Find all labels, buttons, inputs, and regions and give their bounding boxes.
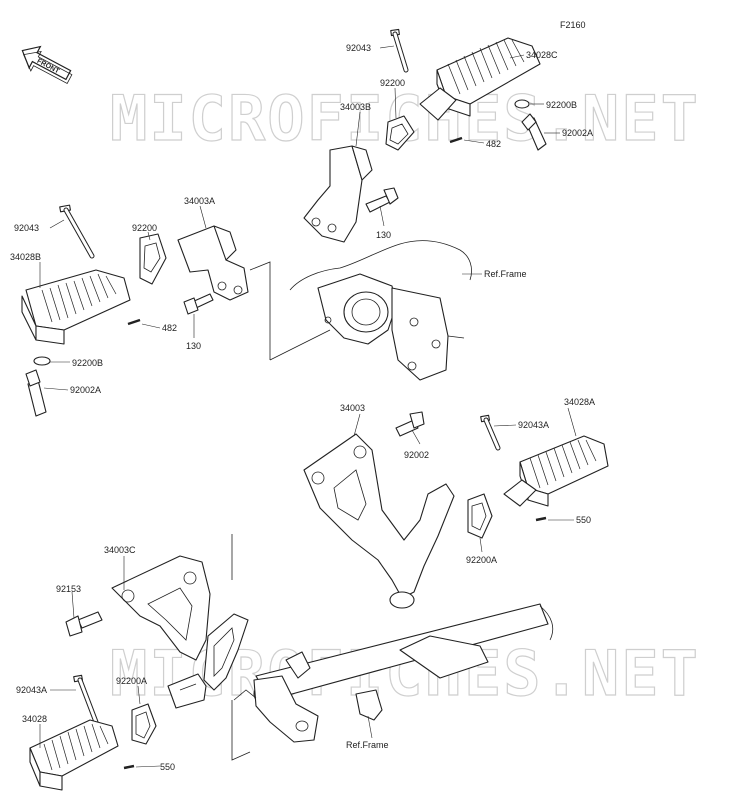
pin-92043-left [59, 204, 95, 259]
washer-92200b-top [514, 99, 530, 109]
bolt-92002a-top [521, 113, 547, 151]
label-92043a-right: 92043A [518, 420, 549, 430]
label-92200a-left: 92200A [116, 676, 147, 686]
cotter-pin-482-top [449, 136, 463, 144]
frame-section [289, 240, 472, 381]
cotter-pin-550-right [535, 516, 547, 522]
footpeg-34028b [21, 269, 131, 345]
label-130-left: 130 [186, 341, 201, 351]
bushing-92200a-right [467, 493, 493, 539]
bolt-92002 [395, 411, 425, 437]
label-92200a-right: 92200A [466, 555, 497, 565]
label-482-left: 482 [162, 323, 177, 333]
reference-line-left [249, 261, 271, 360]
label-92002a-top: 92002A [562, 128, 593, 138]
label-92002: 92002 [404, 450, 429, 460]
figure-code: F2160 [560, 20, 586, 30]
footpeg-34028c [419, 37, 541, 121]
bracket-34003c [111, 555, 249, 691]
subframe-section [233, 603, 554, 743]
label-92200b-top: 92200B [546, 100, 577, 110]
pin-92043a-right [480, 414, 501, 451]
label-ref-frame-top: Ref.Frame [484, 269, 527, 279]
bolt-92002a-left [25, 369, 47, 417]
label-34003b: 34003B [340, 102, 371, 112]
cotter-pin-482-left [127, 318, 141, 326]
label-ref-frame-bottom: Ref.Frame [346, 740, 389, 750]
pin-92043a-left [73, 674, 99, 725]
label-34028a: 34028A [564, 397, 595, 407]
label-92043a-left: 92043A [16, 685, 47, 695]
footpeg-34028a [503, 435, 609, 507]
label-550-left: 550 [160, 762, 175, 772]
label-34028c: 34028C [526, 50, 558, 60]
label-550-right: 550 [576, 515, 591, 525]
pin-92043-top [390, 28, 409, 73]
label-92200-top: 92200 [380, 78, 405, 88]
label-92002a-left: 92002A [70, 385, 101, 395]
label-34003a: 34003A [184, 196, 215, 206]
label-34028: 34028 [22, 714, 47, 724]
bolt-130-left [183, 293, 214, 315]
bushing-92200-top [385, 115, 415, 151]
label-482-top: 482 [486, 139, 501, 149]
bracket-34003 [303, 433, 455, 609]
bolt-130-top [365, 187, 399, 213]
label-34028b: 34028B [10, 252, 41, 262]
label-92043-left: 92043 [14, 223, 39, 233]
label-92200b-left: 92200B [72, 358, 103, 368]
bushing-92200a-left [131, 703, 157, 745]
bushing-92200-left [139, 233, 167, 285]
footpeg-34028 [29, 719, 119, 791]
label-130-top: 130 [376, 230, 391, 240]
label-92153: 92153 [56, 584, 81, 594]
front-arrow-icon: FRONT [21, 45, 73, 85]
bolt-92153 [65, 611, 103, 637]
clevis-bottom [167, 673, 207, 709]
washer-92200b-left [33, 356, 51, 366]
part-labels: 92043 34028C 92200 34003B 92200B 92002A … [10, 43, 595, 772]
bracket-34003b [303, 145, 373, 243]
label-34003c: 34003C [104, 545, 136, 555]
label-92200-left: 92200 [132, 223, 157, 233]
reference-line-left-2 [269, 329, 331, 361]
reference-line-bottom-2 [231, 700, 251, 761]
leader-lines [39, 45, 577, 768]
bracket-34003a [177, 225, 249, 301]
label-92043-top: 92043 [346, 43, 371, 53]
cotter-pin-550-left [123, 764, 135, 770]
label-34003: 34003 [340, 403, 365, 413]
